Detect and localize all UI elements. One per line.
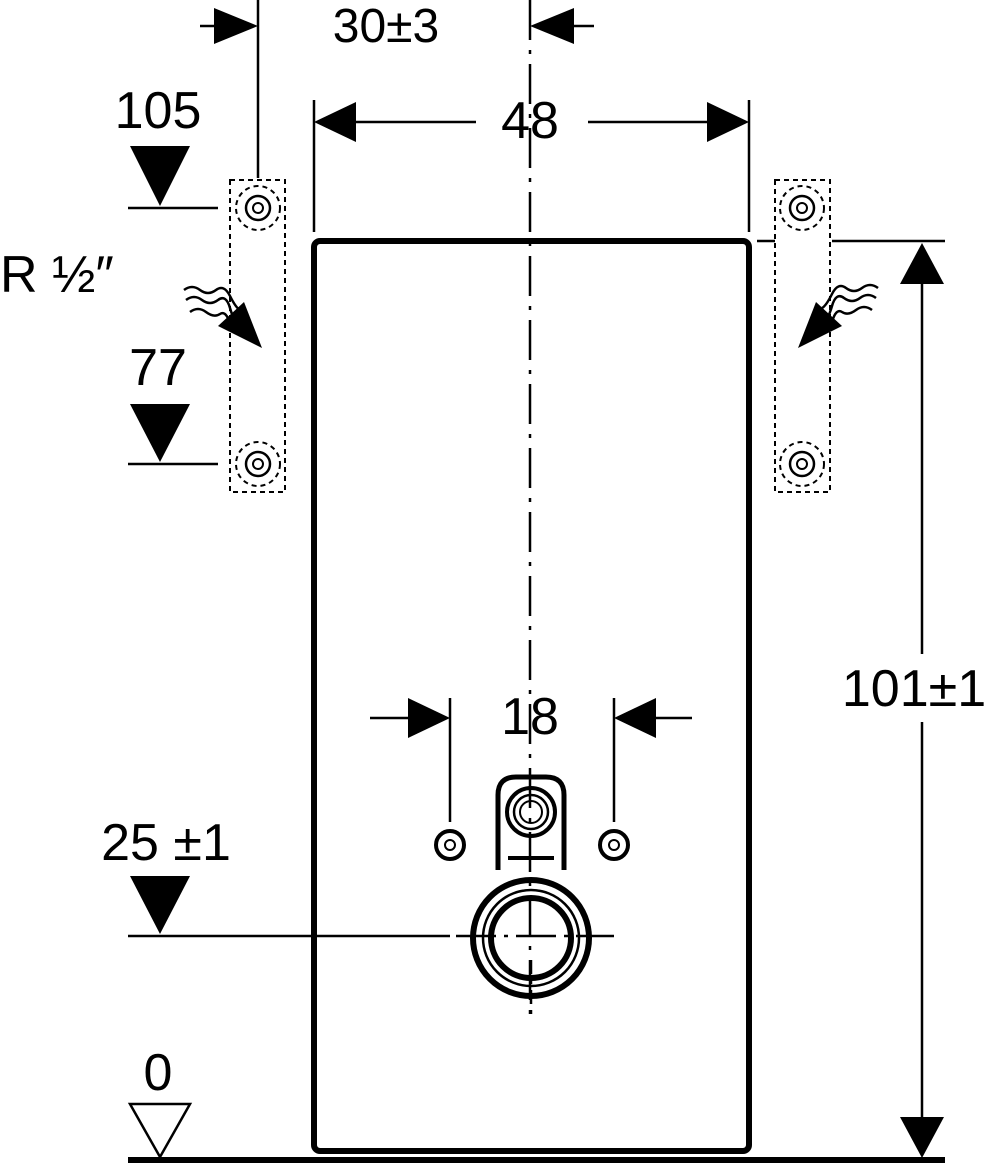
level-upper-water: 105 [115,82,218,210]
bolt-icon [235,441,281,487]
level-lower-water-label: 77 [129,339,187,397]
right-bracket [774,179,879,493]
level-floor-label: 0 [144,1044,173,1102]
module-panel [311,238,752,1154]
level-drain-label: 25 ±1 [101,814,231,872]
bolt-icon [779,441,825,487]
dim-offset-top: 30±3 [200,0,594,178]
level-drain: 25 ±1 [101,814,614,938]
level-lower-water: 77 [128,339,218,466]
dim-offset-top-label: 30±3 [333,0,439,53]
dim-height-label: 101±1 [842,660,986,718]
water-inlet-arrow-icon [218,302,262,348]
drain-pipe-icon [470,877,592,1020]
water-flow-icon [821,283,879,323]
dim-bolt-spacing-label: 18 [501,688,559,746]
dim-width: 48 [312,92,751,232]
flush-connection-icon [495,774,567,870]
bolt-icon [235,185,281,231]
water-inlet-arrow-icon [798,302,842,348]
bolt-icon [779,185,825,231]
left-bracket [183,179,286,493]
fixing-bolt-icon [434,829,466,861]
dim-height: 101±1 [757,239,986,1158]
level-upper-water-label: 105 [115,82,202,140]
dim-width-label: 48 [501,92,559,150]
level-floor: 0 [127,1044,193,1160]
fixing-bolt-icon [598,829,630,861]
thread-label: R ½″ [0,246,114,304]
dim-bolt-spacing: 18 [370,688,692,822]
